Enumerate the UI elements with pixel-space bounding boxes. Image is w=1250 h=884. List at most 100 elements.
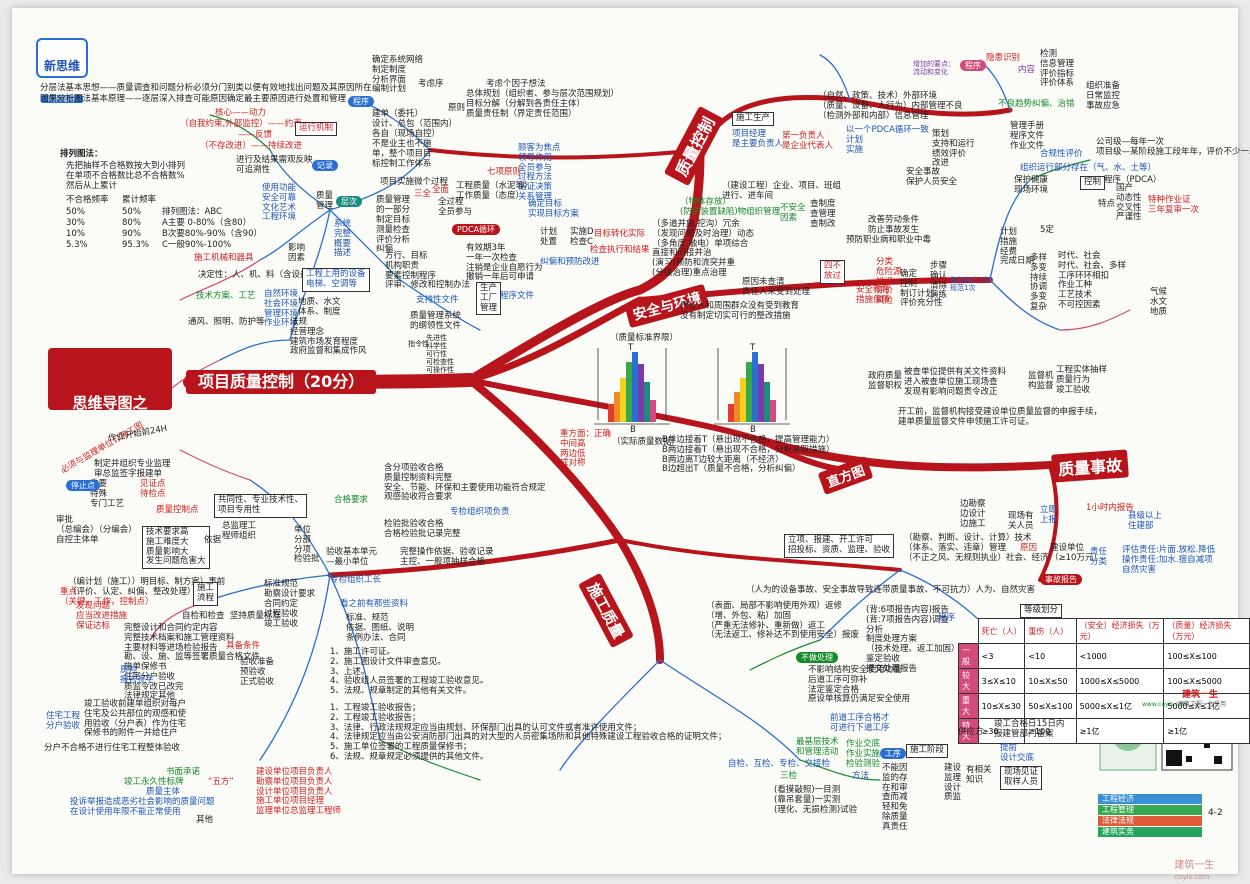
tr2-queding2: 确定 控制 制订计划 评价充分性 [900, 269, 943, 309]
bl-guocheng2: 过程验收 竣工验收 [264, 609, 299, 629]
br-gongxu: 工序 [880, 748, 906, 760]
bl-jsyq: 技术要求高 施工难度大 质量影响大 发生问题危害大 [142, 526, 210, 570]
histogram-bar [620, 378, 626, 422]
tl-youxiao: 有效期3年 一年一次检查 注销是企业自愿行为 撤销一年后可申请 [466, 243, 543, 283]
bl-jicheng: 自检和检查 坚持质量标准 [182, 611, 281, 621]
bl-gongcheng: 共同性、专业技术性、 项目专用性 [214, 494, 308, 518]
table-cell: 100≤X≤5000 [1163, 668, 1250, 694]
tr-baohujk: 保护健康 现场环境 [1014, 175, 1049, 195]
tr-zhuanxiang: 施工生产 [732, 112, 775, 126]
tl2-falv: 法规 经营理念 建筑市场发育程度 政府监督和集成作风 [290, 317, 367, 357]
tl-jihua: 计划 处置 [540, 227, 558, 247]
pailie-cell: C一般90%-100% [162, 240, 232, 250]
bl-danwei: 单位 分部 分项 检验批 [294, 525, 320, 565]
table-cell: 重大 [958, 693, 979, 719]
pailie-cell: 30% [66, 218, 85, 228]
table-cell: <3 [977, 643, 1026, 669]
tr2-anquanzj: 安全教育 措施保障 [856, 285, 891, 305]
acc-zhuan: 县级以上 住建部 [1128, 511, 1163, 531]
bl-jibentiao: 验收基本单元 —最小单位 [326, 547, 378, 567]
tl-kaolv: 考虑序 [418, 79, 444, 89]
table-cell: 3≤X≤10 [977, 668, 1026, 694]
tl-pdca: PDCA循环 [452, 224, 501, 236]
tl2-huanjing: 自然环境 社会环境 管理环境 作业环境 [264, 289, 299, 329]
tr-chengxu: 程序 [960, 60, 986, 72]
bl-qita: 其他 [196, 815, 214, 825]
tl2-chengxuwj: 程序文件 [500, 291, 535, 301]
tr2-yuanyin: 原因未查清 责任人未受到处理 [742, 277, 811, 297]
histogram-bar [626, 362, 632, 422]
br-shigongfang: 建设 监理 设计 质监 [944, 763, 962, 803]
watermark-en: coyis.com [1174, 873, 1210, 881]
table-header-cell: （安全）经济损失（万元） [1075, 618, 1165, 644]
tl-chengxu: 程序 [348, 96, 374, 108]
tl-shiyong: 使用功能 安全可靠 文化艺术 工程环境 [262, 183, 297, 223]
table-cell: ≥30 [977, 718, 1026, 744]
tl2-xiangxi: 先进性 科学性 可行性 可检查性 可操作性 [426, 334, 454, 375]
tl-xitong: 系统 完整 概要 描述 [334, 219, 352, 259]
tr-tongzhi: 内容 [1018, 65, 1036, 75]
table-row: 特大≥30≥100≥1亿≥1亿 [958, 718, 1250, 744]
jd-jiandu: 监督机 构监督 [1028, 371, 1054, 391]
bl-ji: 检验批验收合格 合格检验批记录完整 [384, 519, 461, 539]
hist-B-right: B [750, 425, 756, 435]
yunxing-b: （自我约束,外部监控）——约束 [180, 119, 302, 129]
yunxing-d: （不存改进）——持续改进 [200, 141, 303, 151]
pailie-title: 排列图法： [60, 149, 103, 159]
pailie-h1: 不合格频率 [66, 195, 109, 205]
table-cell: 100≤X≤100 [1163, 643, 1250, 669]
pailie-cell: 80% [122, 218, 141, 228]
bl-lizhi: 看之前有那些资料 [340, 599, 409, 609]
tr-buliang: 不良趋势纠偏、治错 [998, 99, 1075, 109]
table-header-cell: （质量）经济损失（万元） [1163, 618, 1250, 644]
histogram-bar [728, 404, 734, 422]
tl-fangxing: 方行、目标 机构职责 要素控制程序 评审、修改和控制办法 [385, 251, 471, 291]
tl2-shengchan: 生产 工厂 管理 [476, 282, 502, 316]
tr-xiangmujl: 项目经理 是主要负责人 [732, 129, 784, 149]
bl-shenpi: 审批 （总编会）（分编会） 自控主体单 [56, 515, 137, 545]
tl-gongcheng: 工程质量（水泥等） 工作质量（态度） [456, 181, 533, 201]
pailie-cell: 90% [122, 229, 141, 239]
bl-tingzhi: 停止点 [66, 480, 100, 492]
pailie-cell: 10% [66, 229, 85, 239]
bl-wanzheng: 完整操作依据、验收记录 主控、一般项抽样合格 [400, 547, 494, 567]
jd-zhengfu: 政府质量 监督职权 [868, 371, 903, 391]
bl-shuomian: 书面承诺 [166, 767, 201, 777]
pailie-cell: 95.3% [122, 240, 150, 250]
br-tiqian: 提前 设计交底 [1000, 743, 1035, 763]
table-cell: 10≤X≤50 [1024, 668, 1077, 694]
pailie-d1: 先把抽样不合格数按大到小排列 [66, 161, 186, 171]
footer-brand: 建筑一生 [1182, 690, 1219, 700]
tr2-jidian: 计划 措施 经费 完成日期 [1000, 227, 1035, 267]
histogram-bar [614, 392, 620, 422]
histogram-bar [608, 404, 614, 422]
tl2-jueding: 决定性：人、机、料（含设备） [198, 270, 318, 280]
hist-caption: （实际质量数据） [612, 437, 681, 447]
table-cell: <1000 [1075, 643, 1165, 669]
bl-zhuti: 质量主体 [146, 787, 181, 797]
bl-zhuzhai: 住宅工程 分户验收 [46, 711, 81, 731]
table-cell: <10 [1024, 643, 1077, 669]
br-gongying: 供应方 [958, 727, 984, 737]
intro-line-1: 分层法基本思想——质量调查和问题分析必须分门别类以便有效地找出问题及其原因所在 [40, 83, 372, 93]
acc-jibie: 边勘察 边设计 边施工 [960, 499, 986, 529]
bl-tousu: 投诉举报造成恶劣社会影响的质量问题 在设计使用年限不能正常使用 [70, 797, 215, 817]
histogram-bar [650, 400, 656, 422]
tr-hefaxing: 合规性评价 [1040, 149, 1083, 159]
histogram-bar [770, 400, 776, 422]
br-zuoye: 作业交底 作业实施 检验测验 [846, 739, 881, 769]
tl-queding: 确定目标 实现目标方案 [528, 199, 580, 219]
tl-jinxing: 进行及结果需观反映 可追溯性 [236, 155, 313, 175]
bl-wudie: 竣工永久性标牌 [124, 777, 184, 787]
jd-neirong: 被查单位提供有关文件资料 进入被查单位施工现场查 发现有影响问题责令改正 [904, 367, 1007, 397]
tl-zlgl: 质量 管理 [316, 191, 334, 211]
footer-page: 4-2 [1208, 808, 1223, 818]
footer-slogan: 建筑工程一生受用 [1178, 701, 1227, 708]
br-zhongyao: 最基层技术 和管理活动 [796, 737, 839, 757]
br-jungong: 竣工合格日15日内 报建管部门备案 [994, 719, 1065, 739]
table-cell: 50≤X≤100 [1024, 693, 1077, 719]
tl-guihua: 总体规划（组织者、参与层次范围规划） 目标分解（分解到各责任主体） 质量责任制（… [466, 89, 620, 119]
